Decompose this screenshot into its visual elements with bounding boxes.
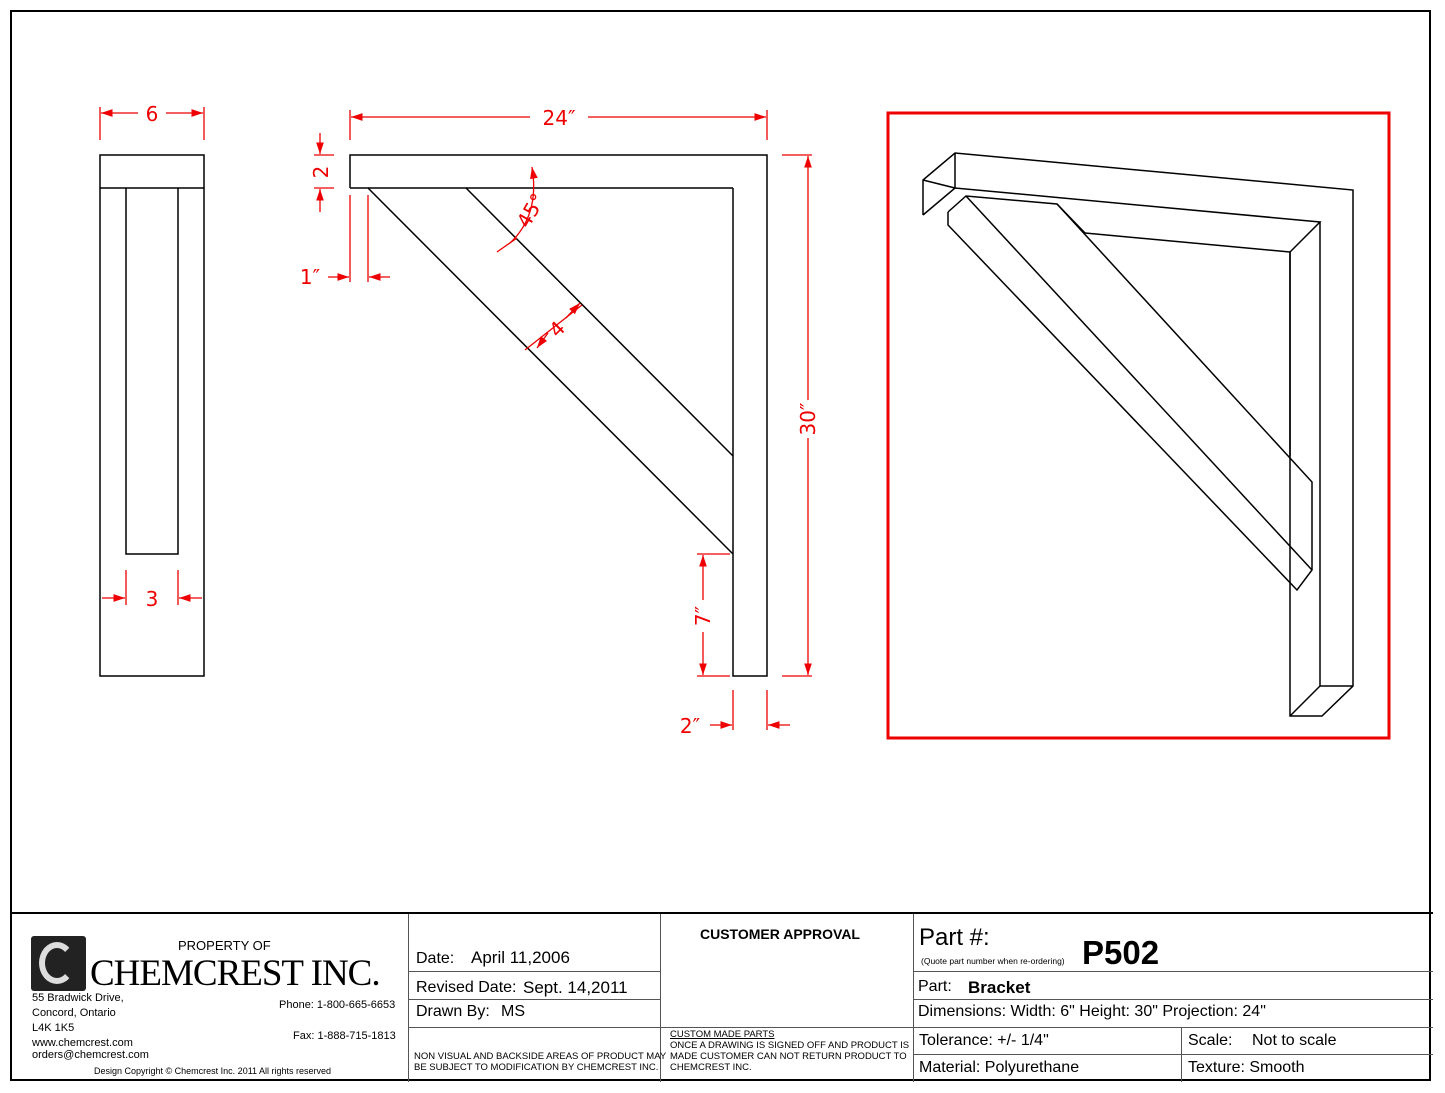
title-block: PROPERTY OF CHEMCREST INC. 55 Bradwick D… [10,912,1433,1082]
modification-notice-2: BE SUBJECT TO MODIFICATION BY CHEMCREST … [414,1062,659,1073]
modification-notice-1: NON VISUAL AND BACKSIDE AREAS OF PRODUCT… [414,1051,667,1062]
inner-width-dimension-label: 3 [146,587,159,611]
custom-parts-text-3: CHEMCREST INC. [670,1062,752,1073]
side-view-dimensions [99,107,205,605]
material: Material: Polyurethane [919,1059,1080,1076]
company-phone: Phone: 1-800-665-6653 [279,999,396,1011]
address-line-2: Concord, Ontario [32,1007,116,1019]
drawing-sheet [10,10,1431,1081]
width-dimension-label: 6 [146,102,159,126]
side-view [99,154,205,677]
company-name: CHEMCREST INC. [90,953,381,994]
part-number-label: Part #: [919,924,990,951]
custom-parts-text-1: ONCE A DRAWING IS SIGNED OFF AND PRODUCT… [670,1040,910,1051]
company-website[interactable]: www.chemcrest.com [32,1037,133,1049]
texture: Texture: Smooth [1188,1059,1305,1076]
part-value: Bracket [968,978,1031,997]
customer-approval-title: CUSTOMER APPROVAL [700,926,860,942]
brace-width-dimension-label: 4 [544,316,570,342]
custom-parts-title: CUSTOM MADE PARTS [670,1029,775,1040]
technical-drawing: 6 3 24″ 30″ 2 1″ 45° 4 7″ 2″ [99,102,1391,740]
drawn-by-label: Drawn By: [416,1003,490,1020]
height-dimension-label: 30″ [796,403,820,436]
part-number-value: P502 [1082,934,1160,971]
revised-date-label: Revised Date: [416,979,517,996]
offset-dimension-label: 1″ [300,265,320,289]
top-thickness-dimension-label: 2 [309,166,333,179]
isometric-view-frame [886,111,1391,740]
copyright-notice: Design Copyright © Chemcrest Inc. 2011 A… [94,1066,332,1076]
front-view-dimensions [314,110,812,730]
part-label: Part: [918,978,952,995]
tolerance: Tolerance: +/- 1/4" [919,1032,1049,1049]
date-label: Date: [416,950,455,967]
address-line-1: 55 Bradwick Drive, [32,992,124,1004]
part-number-hint: (Quote part number when re-ordering) [921,956,1065,966]
scale-value: Not to scale [1252,1032,1337,1049]
post-thickness-dimension-label: 2″ [680,714,700,738]
company-email[interactable]: orders@chemcrest.com [32,1049,149,1061]
post-drop-dimension-label: 7″ [691,606,715,626]
date-value: April 11,2006 [471,948,570,967]
projection-dimension-label: 24″ [543,106,576,130]
isometric-view [922,152,1354,717]
revised-date-value: Sept. 14,2011 [523,978,628,997]
angle-dimension-label: 45° [512,189,551,232]
company-fax: Fax: 1-888-715-1813 [293,1030,396,1042]
custom-parts-text-2: MADE CUSTOMER CAN NOT RETURN PRODUCT TO [670,1051,907,1062]
drawn-by-value: MS [501,1003,525,1020]
address-line-3: L4K 1K5 [32,1022,75,1034]
scale-label: Scale: [1188,1032,1233,1049]
dimensions-summary: Dimensions: Width: 6" Height: 30" Projec… [918,1003,1266,1020]
company-logo-icon [31,936,86,991]
front-view [349,154,768,677]
property-of-label: PROPERTY OF [178,938,271,953]
